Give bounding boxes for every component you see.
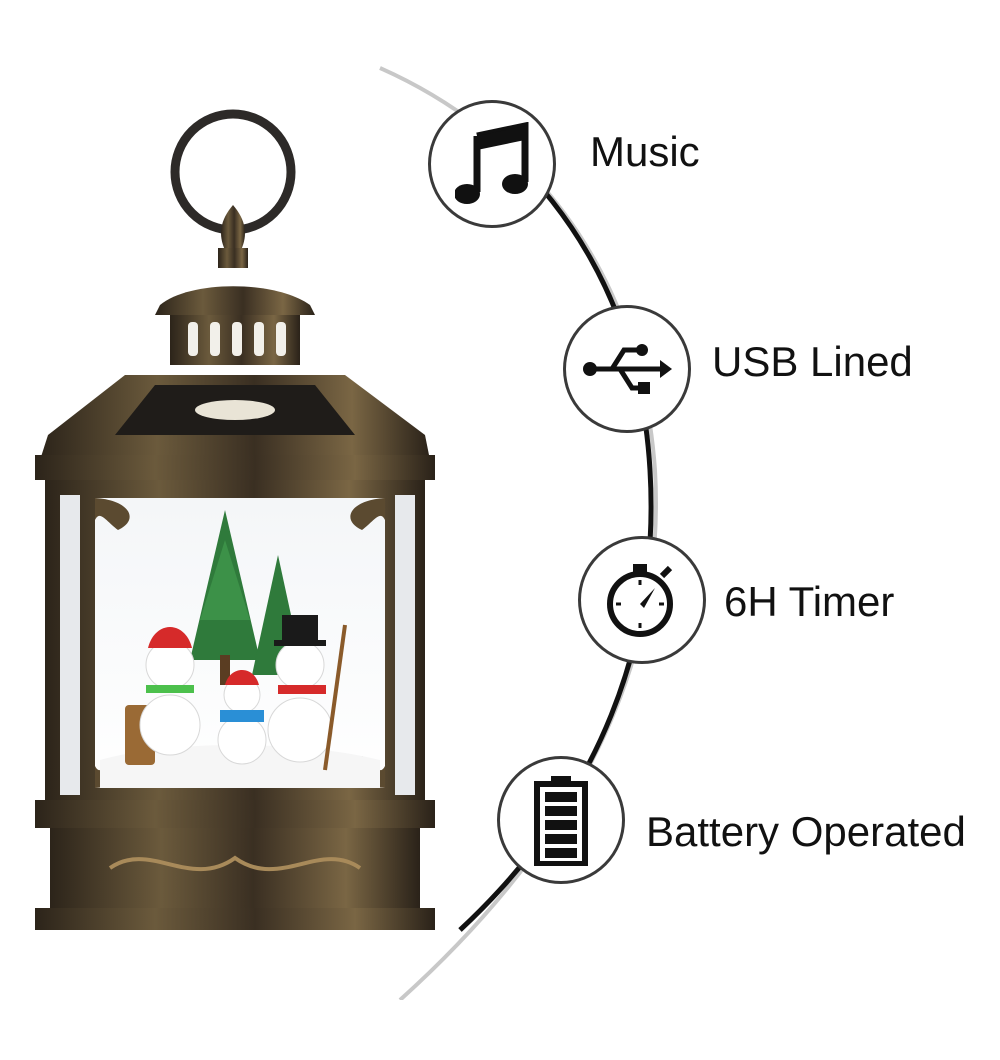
feature-music-label: Music [590,128,700,175]
music-note-icon [455,122,529,206]
feature-music-circle [428,100,556,228]
stopwatch-icon [600,558,684,642]
usb-icon [582,342,672,396]
product-infographic: Music USB Lined [35,66,966,1000]
battery-icon [533,774,589,866]
feature-timer-circle [578,536,706,664]
feature-timer-label: 6H Timer [724,578,895,625]
feature-usb-circle [563,305,691,433]
feature-battery-label: Battery Operated [646,808,966,855]
feature-usb-label: USB Lined [712,338,913,385]
feature-battery-circle [497,756,625,884]
lantern-image [35,109,435,930]
